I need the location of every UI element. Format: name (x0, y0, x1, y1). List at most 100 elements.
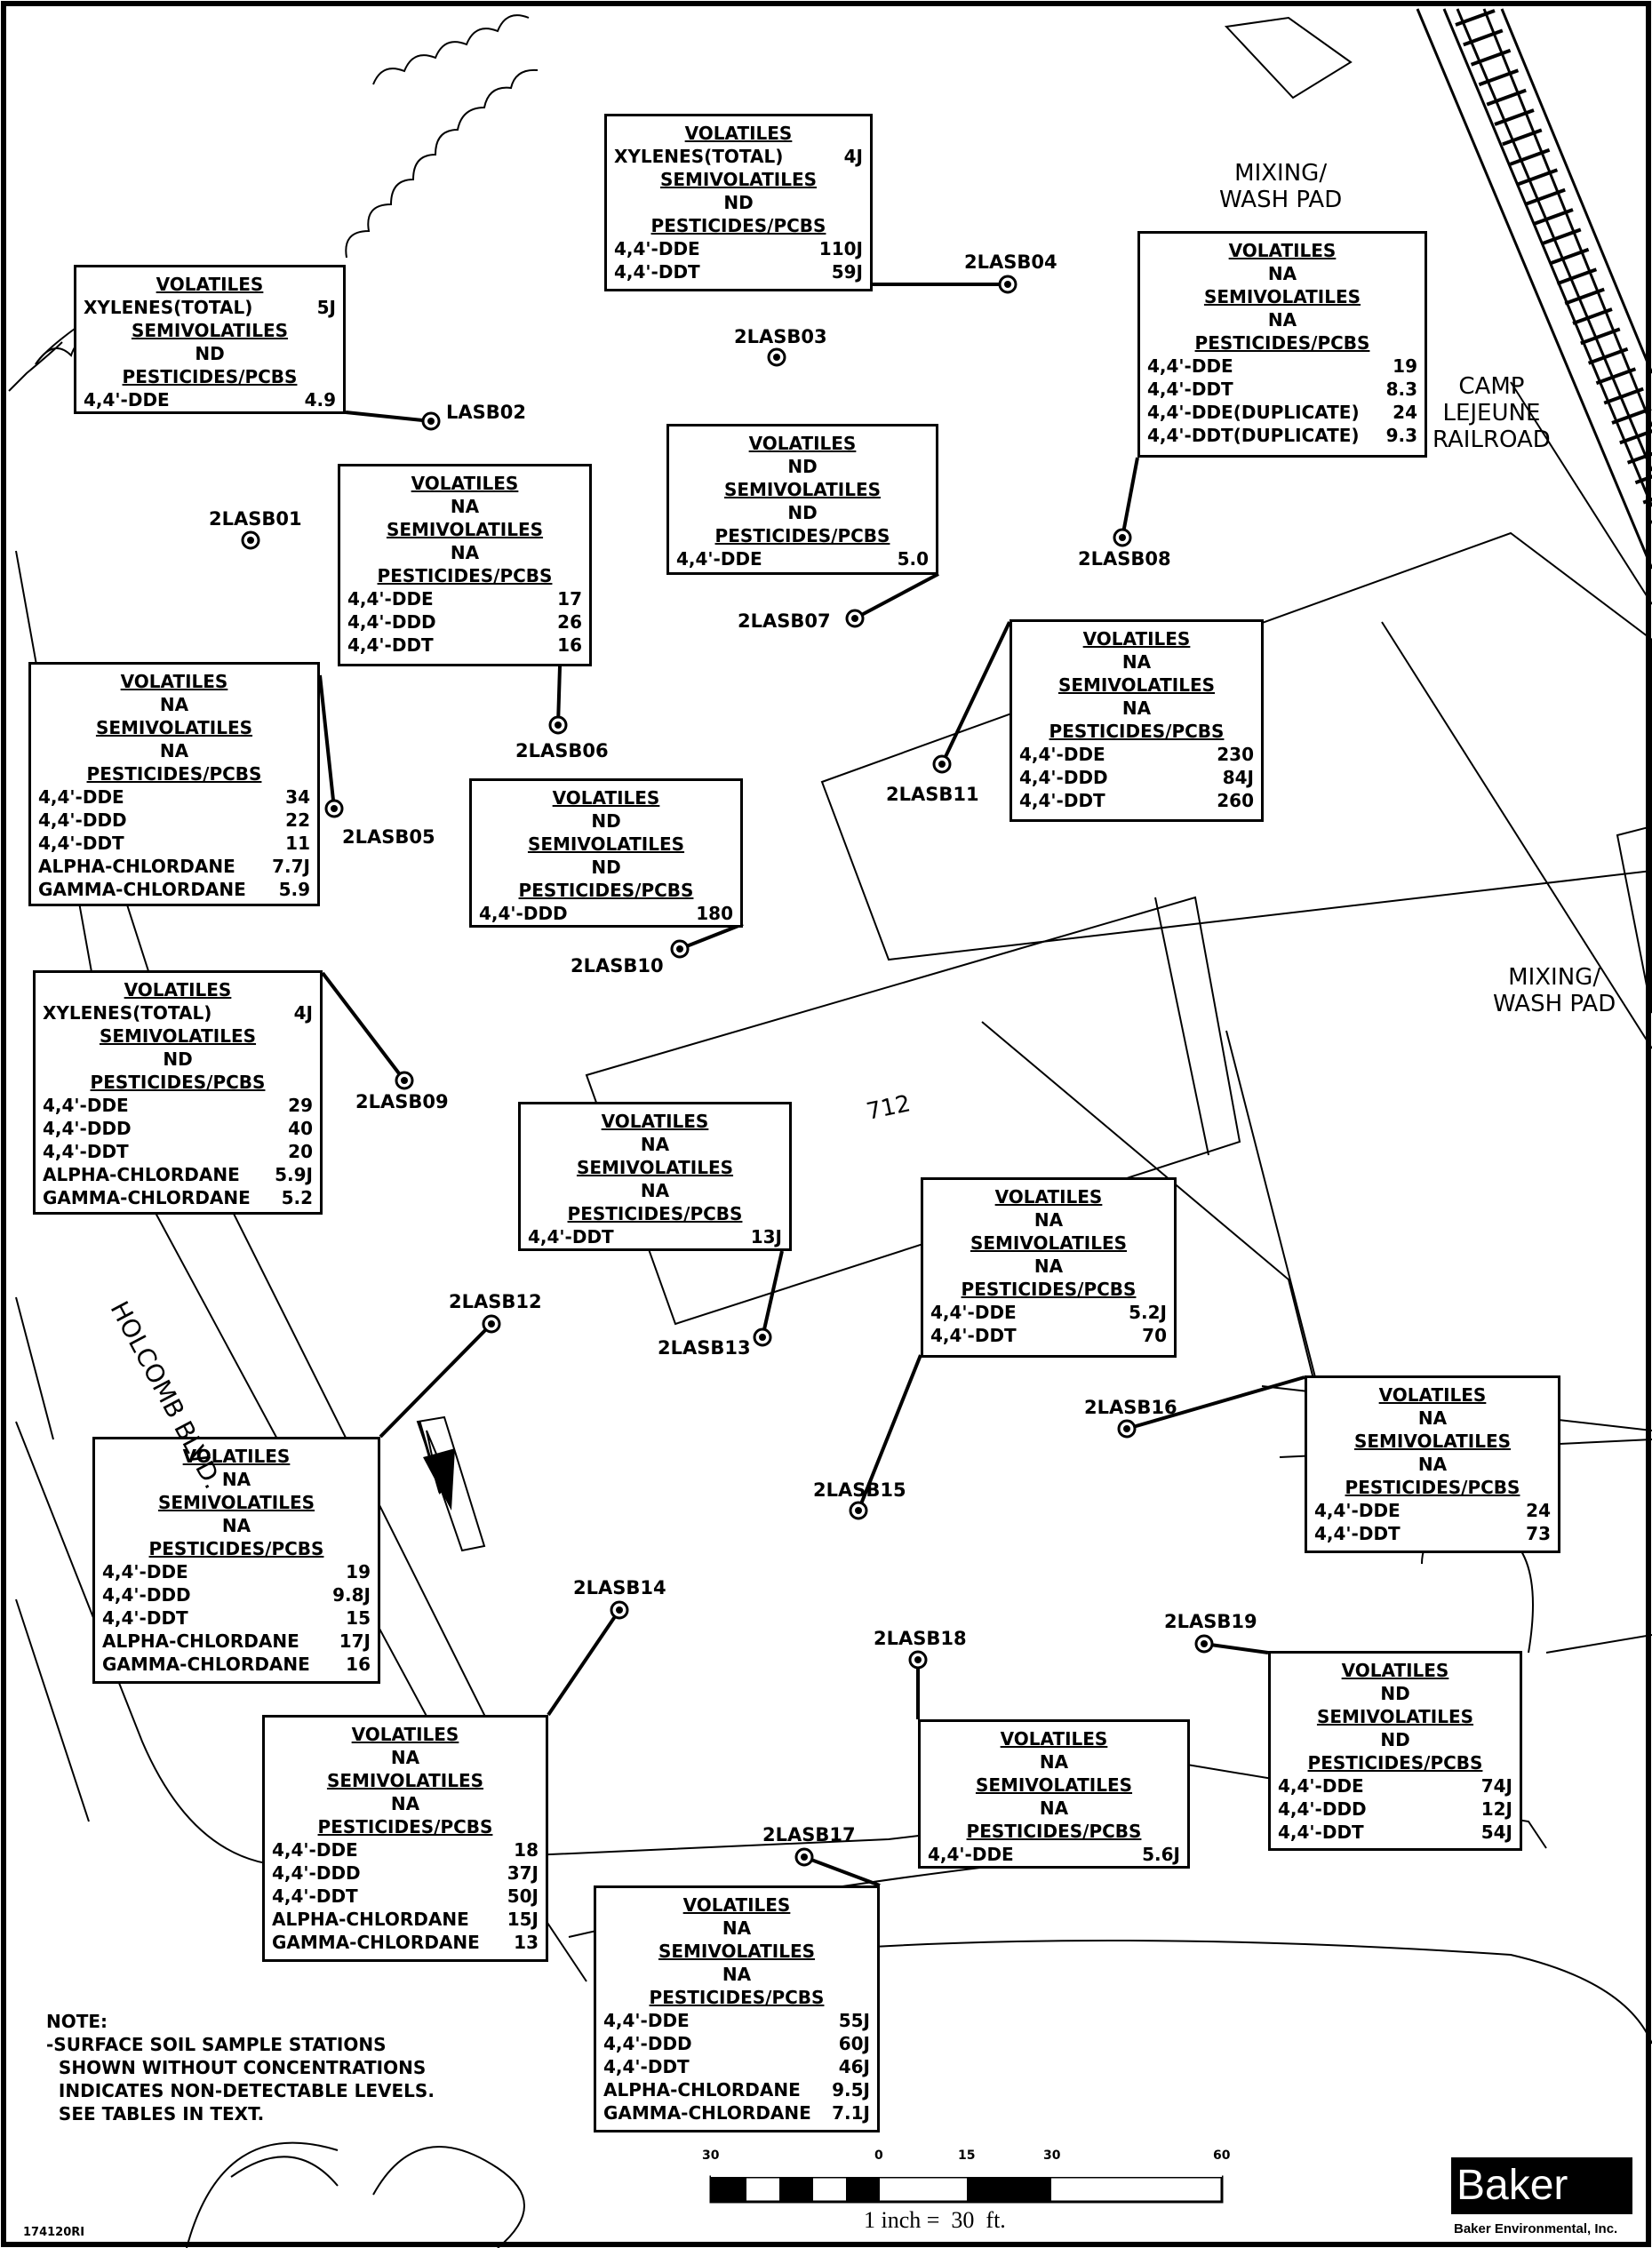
analyte-value: 55J (838, 2010, 870, 2031)
scale-tick-15: 15 (958, 2148, 976, 2163)
leader-line (556, 666, 562, 726)
analyte-value: 17 (557, 588, 582, 610)
sample-station-marker (753, 1327, 772, 1347)
station-label-2lasb01: 2LASB01 (209, 508, 302, 530)
analyte-name: 4,4'-DDD (102, 1584, 191, 1606)
section-status: NA (1039, 1751, 1069, 1773)
scale-tick-0: 0 (874, 2148, 883, 2163)
section-heading: PESTICIDES/PCBS (966, 1821, 1142, 1842)
analyte-value: 15 (346, 1607, 371, 1629)
analyte-value: 5.9 (278, 879, 310, 900)
section-heading: VOLATILES (1082, 628, 1191, 650)
section-heading: PESTICIDES/PCBS (1307, 1752, 1483, 1774)
station-label-2lasb03: 2LASB03 (734, 326, 827, 347)
analyte-value: 12J (1480, 1798, 1512, 1820)
section-status: NA (722, 1964, 752, 1985)
section-heading: PESTICIDES/PCBS (567, 1203, 743, 1224)
section-heading: VOLATILES (748, 433, 857, 454)
railroad-tie (1611, 407, 1652, 425)
analyte-value: 50J (507, 1885, 539, 1907)
scale-tick-30-right: 30 (1043, 2148, 1061, 2163)
sample-station-marker (908, 1650, 928, 1670)
railroad-tie (1470, 48, 1512, 67)
analyte-name: 4,4'-DDT (38, 833, 124, 854)
analyte-name: 4,4'-DDT (1278, 1822, 1364, 1843)
map-note: NOTE: -SURFACE SOIL SAMPLE STATIONS SHOW… (46, 2011, 435, 2124)
section-status: NA (1039, 1798, 1069, 1819)
analyte-value: 7.7J (272, 856, 310, 877)
section-heading: PESTICIDES/PCBS (714, 525, 890, 546)
sample-station-marker (548, 715, 568, 735)
result-row: 4,4'-DDT(DUPLICATE)9.3 (1147, 424, 1417, 447)
leader-line (1203, 1642, 1269, 1654)
sample-station-marker (241, 530, 260, 550)
analyte-value: 74J (1480, 1775, 1512, 1797)
section-heading: PESTICIDES/PCBS (650, 215, 826, 236)
station-label-2lasb07: 2LASB07 (738, 610, 831, 632)
section-heading: SEMIVOLATILES (527, 833, 685, 855)
sample-station-marker (670, 939, 690, 959)
section-heading: SEMIVOLATILES (386, 519, 544, 540)
station-label-2lasb08: 2LASB08 (1078, 548, 1171, 570)
leader-line (854, 572, 939, 620)
railroad-tie (1548, 247, 1590, 266)
railroad-tie (1556, 267, 1598, 286)
analyte-name: GAMMA-CHLORDANE (102, 1654, 310, 1675)
analyte-name: ALPHA-CHLORDANE (38, 856, 235, 877)
section-heading: VOLATILES (1000, 1728, 1108, 1750)
section-heading: SEMIVOLATILES (975, 1774, 1133, 1796)
scale-tick-60: 60 (1213, 2148, 1231, 2163)
section-status: NA (159, 694, 189, 715)
analyte-name: 4,4'-DDE (676, 548, 762, 570)
section-heading: VOLATILES (1378, 1384, 1487, 1406)
sample-station-marker (1117, 1419, 1137, 1439)
analyte-value: 84J (1222, 767, 1254, 788)
analyte-value: 260 (1217, 790, 1254, 811)
railroad-tie (1572, 307, 1613, 325)
analyte-name: 4,4'-DDT (528, 1226, 614, 1248)
analyte-value: 16 (346, 1654, 371, 1675)
scale-caption: 1 inch = 30 ft. (864, 2207, 1006, 2233)
analyte-name: 4,4'-DDT (1019, 790, 1105, 811)
section-status: NA (640, 1180, 670, 1201)
leader-line (345, 411, 432, 423)
section-heading: PESTICIDES/PCBS (122, 366, 298, 387)
station-label-2lasb05: 2LASB05 (342, 826, 435, 848)
analyte-name: 4,4'-DDE (102, 1561, 188, 1582)
analyte-name: 4,4'-DDE (1278, 1775, 1364, 1797)
station-label-2lasb17: 2LASB17 (762, 1824, 856, 1845)
analyte-name: 4,4'-DDD (603, 2033, 692, 2054)
section-heading: SEMIVOLATILES (659, 169, 818, 190)
section-heading: PESTICIDES/PCBS (148, 1538, 324, 1559)
sample-station-marker (794, 1847, 814, 1867)
baker-logo-subtitle: Baker Environmental, Inc. (1454, 2221, 1618, 2236)
station-label-2lasb16: 2LASB16 (1084, 1397, 1177, 1418)
railroad-tie (1486, 88, 1527, 107)
section-heading: SEMIVOLATILES (326, 1770, 484, 1791)
section-heading: VOLATILES (156, 274, 264, 295)
section-heading: PESTICIDES/PCBS (961, 1279, 1137, 1300)
section-heading: SEMIVOLATILES (1057, 674, 1216, 696)
analyte-name: 4,4'-DDE (38, 786, 124, 808)
analyte-value: 13J (750, 1226, 782, 1248)
railroad-tie (1533, 208, 1574, 226)
analyte-name: GAMMA-CHLORDANE (43, 1187, 251, 1208)
section-heading: VOLATILES (552, 787, 660, 809)
analyte-value: 17J (339, 1630, 371, 1652)
